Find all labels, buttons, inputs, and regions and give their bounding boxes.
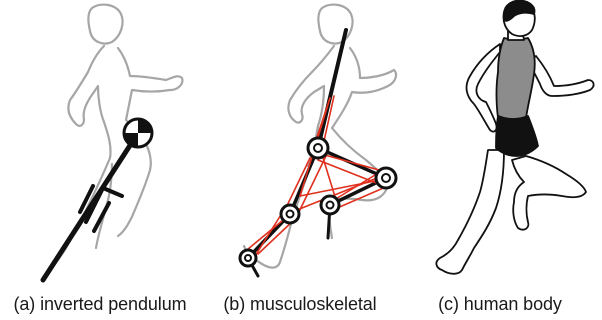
center-of-mass-icon <box>124 119 152 147</box>
muscle-lines <box>242 96 388 264</box>
back-arm <box>467 44 500 132</box>
runner-silhouette-outline <box>44 5 182 276</box>
knee-joint-icon <box>281 205 299 223</box>
inverted-pendulum-figure <box>0 0 200 290</box>
human-body-figure <box>400 0 600 290</box>
musculoskeletal-figure <box>200 0 400 290</box>
panel-human-body: (c) human body <box>400 0 600 320</box>
running-shorts <box>496 116 538 156</box>
back-leg <box>436 150 504 274</box>
caption-inverted-pendulum: (a) inverted pendulum <box>0 294 200 315</box>
hip-joint-icon <box>308 138 328 158</box>
caption-human-body: (c) human body <box>400 294 600 315</box>
panel-musculoskeletal: (b) musculoskeletal <box>200 0 400 320</box>
caption-musculoskeletal: (b) musculoskeletal <box>200 294 400 315</box>
front-leg <box>512 156 586 230</box>
swing-knee-joint-icon <box>376 168 396 188</box>
panel-inverted-pendulum: (a) inverted pendulum <box>0 0 200 320</box>
front-arm <box>528 56 594 96</box>
singlet-shirt <box>497 38 535 121</box>
ankle-joint-icon <box>240 250 256 266</box>
pendulum-rod <box>43 133 138 280</box>
swing-ankle-joint-icon <box>321 196 339 214</box>
